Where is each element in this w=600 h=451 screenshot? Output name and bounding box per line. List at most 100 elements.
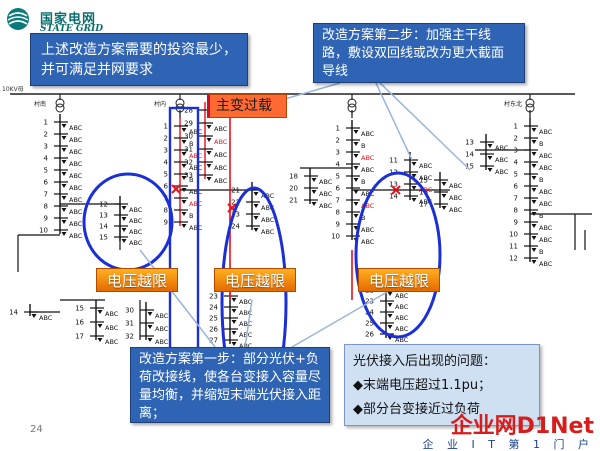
phase-label: ABC xyxy=(495,144,509,152)
node-number: 8 xyxy=(336,209,340,217)
phase-label: ABC xyxy=(539,188,553,196)
problem-item: ◆末端电压超过1.1pu； xyxy=(353,378,492,393)
node-number: 5 xyxy=(336,173,340,181)
node-number: 11 xyxy=(389,157,398,165)
load-arrow xyxy=(311,202,317,206)
phase-label: ABC xyxy=(69,160,83,168)
node-number: 9 xyxy=(44,215,48,223)
phase-label: ABC xyxy=(214,151,228,159)
node-number: 16 xyxy=(75,319,84,327)
node-number: 9 xyxy=(164,219,168,227)
node-number: 15 xyxy=(75,305,84,313)
node-number: 14 xyxy=(465,151,474,159)
node-number: 31 xyxy=(184,146,193,154)
node-number: 6 xyxy=(164,183,169,191)
node-number: 22 xyxy=(231,199,240,207)
fault-x-icon xyxy=(171,184,181,194)
phase-label: B xyxy=(361,214,365,222)
phase-label: ABC xyxy=(361,166,375,174)
phase-label: ABC xyxy=(105,338,119,346)
load-arrow xyxy=(231,309,237,313)
phase-label: B xyxy=(539,140,543,148)
callout-pointer xyxy=(379,82,471,171)
node-number: 24 xyxy=(209,304,218,312)
load-arrow xyxy=(531,248,537,252)
load-arrow xyxy=(181,200,187,204)
load-arrow xyxy=(387,325,393,329)
load-arrow xyxy=(231,320,237,324)
node-number: 28 xyxy=(184,107,193,115)
node-number: 3 xyxy=(336,149,340,157)
node-number: 5 xyxy=(164,171,168,179)
phase-label: ABC xyxy=(395,314,409,322)
load-arrow xyxy=(253,216,259,220)
phase-label: ABC xyxy=(495,156,509,164)
load-arrow xyxy=(387,303,393,307)
phase-label: ABC xyxy=(39,314,53,322)
node-number: 31 xyxy=(125,320,134,328)
fault-x-stroke xyxy=(227,203,237,213)
load-arrow xyxy=(61,136,67,140)
node-number: 18 xyxy=(289,173,298,181)
node-number: 32 xyxy=(184,159,193,167)
load-arrow xyxy=(441,194,447,198)
phase-label: B xyxy=(539,176,543,184)
watermark: 企业网D1Net 企 业 I T 第 1 门 户 xyxy=(423,408,600,451)
load-arrow xyxy=(147,325,153,329)
phase-label: ABC xyxy=(449,194,463,202)
phase-label: ABC xyxy=(105,310,119,318)
transformer-icon xyxy=(55,98,65,108)
load-arrow xyxy=(311,178,317,182)
node-number: 9 xyxy=(336,221,340,229)
phase-label: B xyxy=(361,142,365,150)
phase-label: ABC xyxy=(129,217,143,225)
node-number: 4 xyxy=(164,159,169,167)
phase-label: ABC xyxy=(69,136,83,144)
phase-label: ABC xyxy=(395,292,409,300)
node-number: 25 xyxy=(209,315,218,323)
phase-label: ABC xyxy=(361,238,375,246)
load-arrow xyxy=(181,128,187,132)
load-arrow xyxy=(531,200,537,204)
phase-label: ABC xyxy=(539,236,553,244)
node-number: 8 xyxy=(514,207,518,215)
phase-label: ABC xyxy=(261,204,275,212)
phase-label: ABC xyxy=(214,125,228,133)
node-number: 1 xyxy=(514,123,518,131)
load-arrow xyxy=(61,160,67,164)
phase-label: ABC xyxy=(155,338,169,346)
phase-label: ABC xyxy=(319,190,333,198)
phase-label: ABC xyxy=(69,172,83,180)
node-number: 17 xyxy=(419,201,428,209)
node-number: 24 xyxy=(231,223,240,231)
phase-label: ABC xyxy=(239,331,253,339)
load-arrow xyxy=(97,324,103,328)
voltage-violation-badge: 电压越限 xyxy=(358,268,440,292)
load-arrow xyxy=(206,125,212,129)
load-arrow xyxy=(31,314,37,318)
load-arrow xyxy=(387,314,393,318)
load-arrow xyxy=(61,148,67,152)
voltage-violation-badge: 电压越限 xyxy=(214,268,296,292)
phase-label: ABC xyxy=(361,130,375,138)
state-grid-logo-icon xyxy=(7,8,29,30)
phase-label: ABC xyxy=(395,336,409,344)
logo-english-text: STATE GRID xyxy=(40,24,104,34)
load-arrow xyxy=(411,174,417,178)
node-number: 6 xyxy=(44,179,49,187)
load-arrow xyxy=(121,228,127,232)
phase-label: ABC xyxy=(261,192,275,200)
phase-label: ABC xyxy=(239,309,253,317)
node-number: 12 xyxy=(509,255,518,263)
node-number: 32 xyxy=(125,333,134,341)
load-arrow xyxy=(353,202,359,206)
village-label: 村内 xyxy=(154,100,166,108)
load-arrow xyxy=(121,239,127,243)
bus-label: 10KV母 xyxy=(2,86,24,93)
callout-pointer xyxy=(139,249,216,348)
node-number: 20 xyxy=(289,185,298,193)
phase-label: B xyxy=(189,140,193,148)
phase-label: ABC xyxy=(155,312,169,320)
phase-label: ABC xyxy=(395,303,409,311)
phase-label: ABC xyxy=(449,206,463,214)
